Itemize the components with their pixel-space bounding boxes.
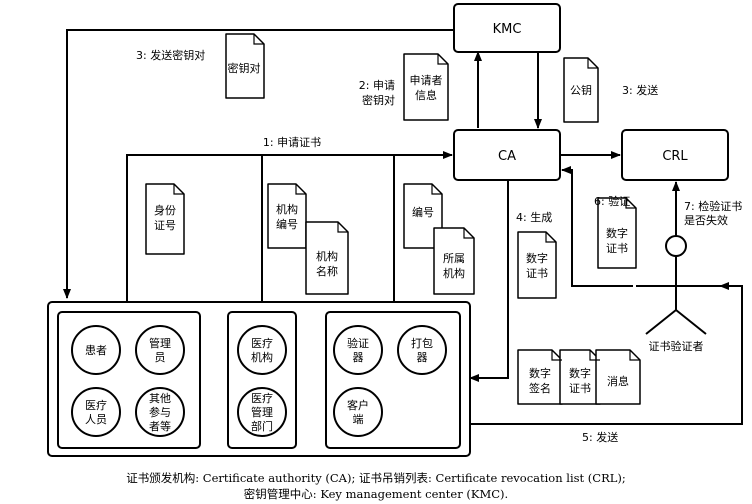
step-5-label: 5: 发送 xyxy=(582,430,618,444)
step-3-left-label: 3: 发送密钥对 xyxy=(136,48,205,62)
figure-caption-line-1: 证书颁发机构: Certificate authority (CA); 证书吊销… xyxy=(126,471,626,485)
others-label-3: 者等 xyxy=(149,419,171,433)
client-node xyxy=(333,387,383,437)
arrow-kmc-to-users xyxy=(63,29,454,299)
doc-org-name-label-2: 名称 xyxy=(316,264,338,278)
doc-affiliation-label-1: 所属 xyxy=(443,252,465,265)
medical-staff-node xyxy=(71,387,121,437)
doc-key-pair xyxy=(225,33,265,99)
institution-group xyxy=(227,311,297,449)
manager-label-2: 员 xyxy=(155,351,166,364)
others-label-1: 其他 xyxy=(149,392,171,405)
doc-org-code xyxy=(267,183,307,249)
doc-id-number-label-2: 证号 xyxy=(154,219,176,232)
doc-cert-sent-label-1: 数字 xyxy=(569,366,591,380)
step-2-label-1: 2: 申请 xyxy=(359,79,395,92)
people-group xyxy=(57,311,201,449)
doc-serial-number xyxy=(403,183,443,249)
manager-label-1: 管理 xyxy=(149,336,171,350)
client-label-1: 客户 xyxy=(347,398,369,412)
step-7-label-1: 7: 检验证书 xyxy=(684,199,742,213)
arrow-generate-cert xyxy=(469,180,509,382)
packager-label-2: 器 xyxy=(417,351,428,364)
doc-cert-generated xyxy=(517,231,557,299)
ca-box xyxy=(453,129,561,181)
crl-label: CRL xyxy=(662,149,688,164)
step-4-label: 4: 生成 xyxy=(516,210,552,224)
pki-diagram: KMC CA CRL 患者 管理 员 医疗 人员 其他 参与 者等 医疗 机构 … xyxy=(47,3,743,457)
arrow-apply-cert xyxy=(126,151,453,302)
doc-org-name xyxy=(305,221,349,295)
packager-node xyxy=(397,325,447,375)
step-3-right-label: 3: 发送 xyxy=(622,83,658,97)
medical-staff-label-2: 人员 xyxy=(85,413,107,426)
user-group-box xyxy=(47,301,471,457)
verifier-actor-label: 证书验证者 xyxy=(649,339,704,353)
step-2-label-2: 密钥对 xyxy=(362,93,395,107)
step-1-label: 1: 申请证书 xyxy=(263,136,321,149)
health-admin-label-1: 医疗 xyxy=(251,391,273,405)
doc-public-key-label: 公钥 xyxy=(570,83,592,97)
kmc-label: KMC xyxy=(493,22,522,37)
verifier-device-label-2: 器 xyxy=(353,351,364,364)
packager-label-1: 打包 xyxy=(411,336,433,350)
device-group xyxy=(325,311,461,449)
step-7-label-2: 是否失效 xyxy=(684,213,728,227)
medical-institution-label-1: 医疗 xyxy=(251,336,273,350)
doc-cert-generated-label-1: 数字 xyxy=(526,251,548,265)
patient-label: 患者 xyxy=(85,344,107,357)
client-label-2: 端 xyxy=(353,413,364,426)
doc-cert-verify-label-2: 证书 xyxy=(606,242,628,255)
manager-node xyxy=(135,325,185,375)
others-node xyxy=(135,387,185,437)
patient-node xyxy=(71,325,121,375)
others-label-2: 参与 xyxy=(149,405,171,419)
doc-applicant-info-label-1: 申请者 xyxy=(410,74,443,87)
doc-serial-number-label: 编号 xyxy=(412,205,434,219)
verifier-device-node xyxy=(333,325,383,375)
health-admin-label-2: 管理 xyxy=(251,405,273,419)
verifier-device-label-1: 验证 xyxy=(347,336,369,350)
doc-message-label: 消息 xyxy=(607,374,629,388)
crl-box xyxy=(621,129,729,181)
health-admin-label-3: 部门 xyxy=(251,419,273,433)
doc-org-name-label-1: 机构 xyxy=(316,249,338,263)
kmc-box xyxy=(453,3,561,53)
health-admin-node xyxy=(237,387,287,437)
doc-id-number-label-1: 身份 xyxy=(154,203,176,217)
doc-signature-label-1: 数字 xyxy=(529,366,551,380)
doc-affiliation-label-2: 机构 xyxy=(443,266,465,280)
figure-caption-line-2: 密钥管理中心: Key management center (KMC). xyxy=(243,487,509,501)
doc-cert-generated-label-2: 证书 xyxy=(526,267,548,280)
doc-cert-sent-label-2: 证书 xyxy=(569,382,591,395)
medical-institution-node xyxy=(237,325,287,375)
doc-cert-verify-label-1: 数字 xyxy=(606,226,628,240)
step-6-label: 6: 验证 xyxy=(594,194,630,208)
verifier-actor-icon xyxy=(645,235,707,335)
doc-applicant-info xyxy=(403,53,449,121)
medical-institution-label-2: 机构 xyxy=(251,350,273,364)
ca-label: CA xyxy=(498,149,516,164)
doc-signature-label-2: 签名 xyxy=(529,381,551,395)
arrow-verify xyxy=(561,166,633,287)
doc-cert-verify xyxy=(597,197,637,269)
medical-staff-label-1: 医疗 xyxy=(85,398,107,412)
doc-org-code-label-2: 编号 xyxy=(276,217,298,231)
doc-id-number xyxy=(145,183,185,255)
doc-message xyxy=(595,349,641,405)
doc-public-key xyxy=(563,57,599,123)
arrow-send xyxy=(470,282,743,425)
doc-key-pair-label: 密钥对 xyxy=(228,61,261,75)
doc-affiliation xyxy=(433,227,475,295)
doc-applicant-info-label-2: 信息 xyxy=(415,88,437,102)
doc-org-code-label-1: 机构 xyxy=(276,202,298,216)
